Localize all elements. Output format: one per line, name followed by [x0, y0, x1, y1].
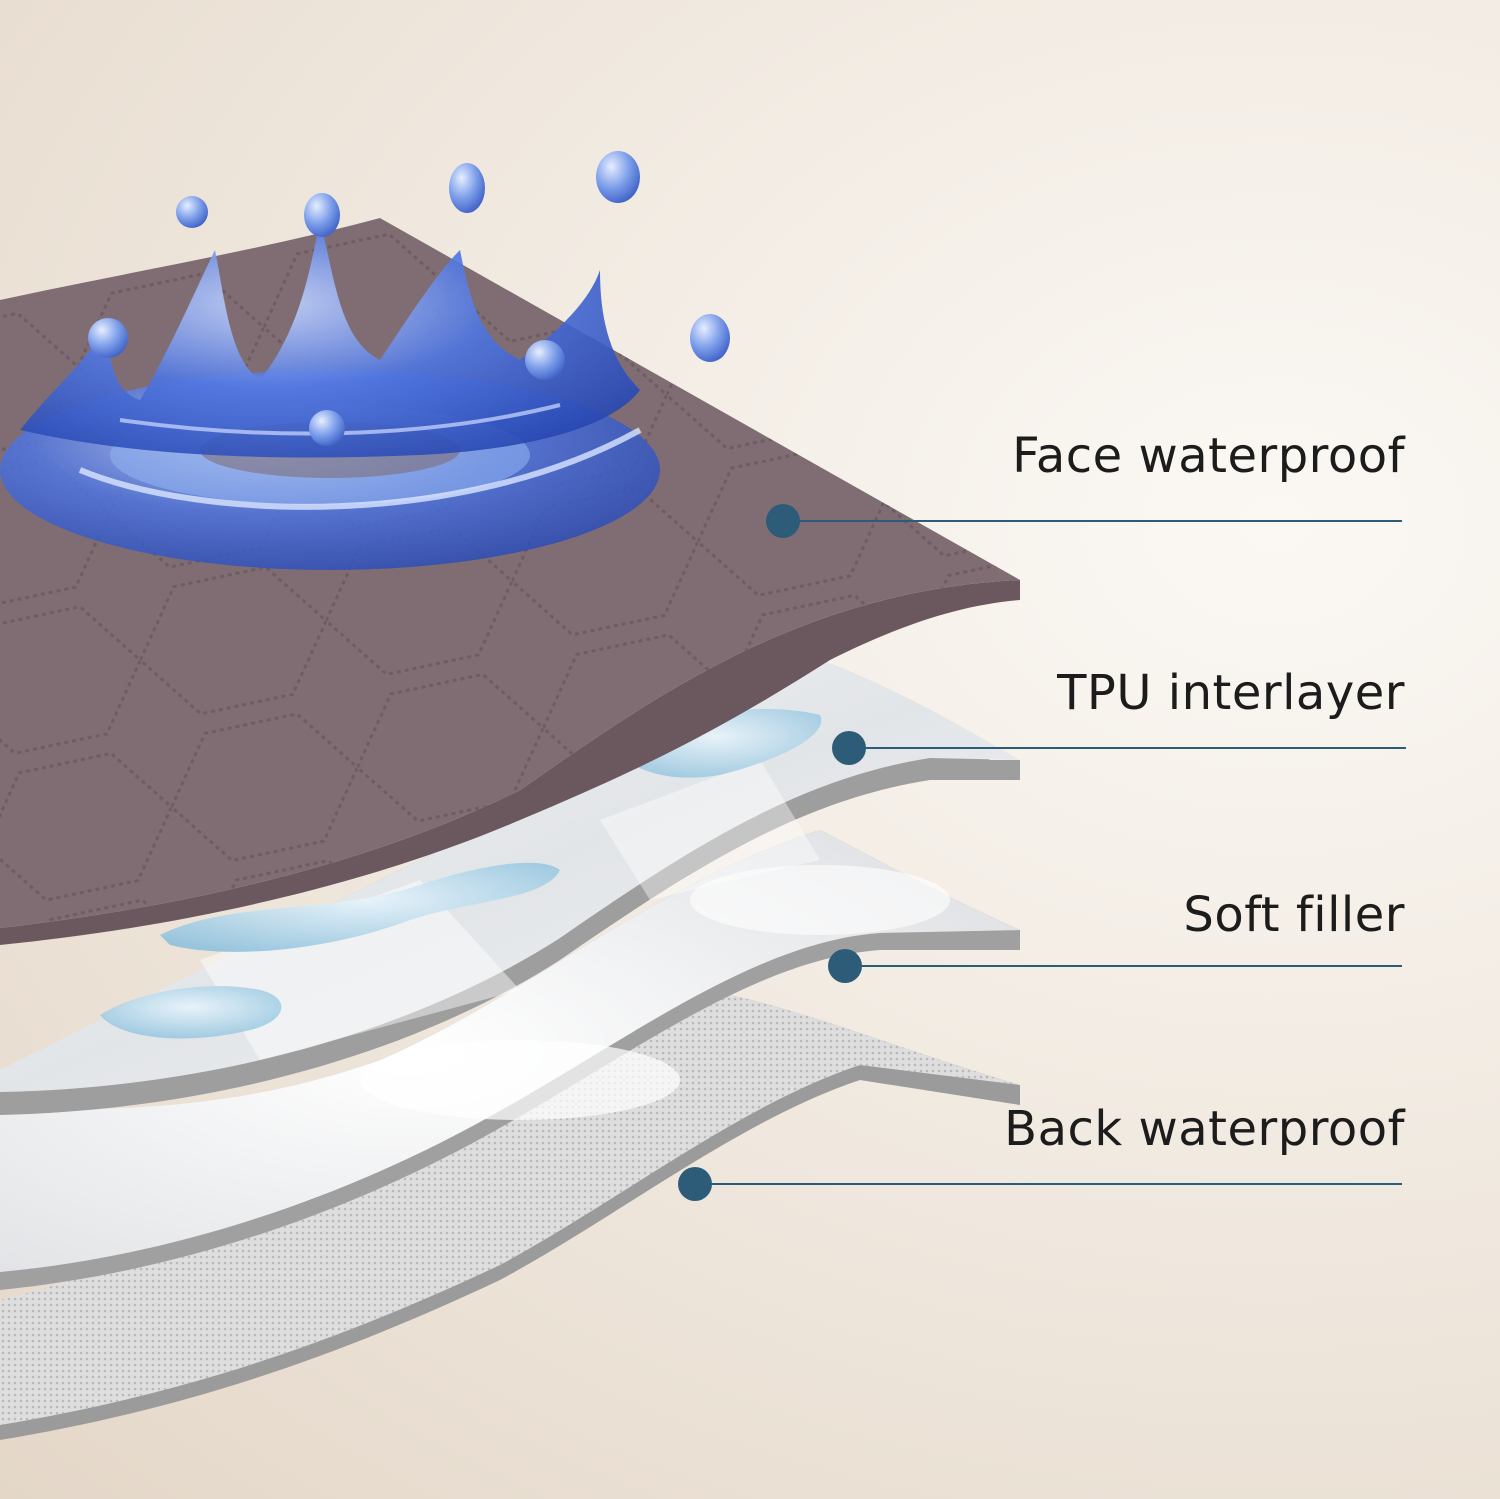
- callout-back: [678, 1167, 1402, 1201]
- water-crown-splash-icon: [0, 220, 660, 570]
- water-puddle-icon: [100, 709, 822, 1039]
- back-waterproof-label: Back waterproof: [1004, 1101, 1405, 1157]
- soft-filler-label: Soft filler: [1183, 887, 1405, 943]
- water-droplet-icon: [88, 151, 730, 446]
- back-waterproof-layer: [0, 990, 1020, 1440]
- dot-marker-icon: [832, 731, 866, 765]
- callout-tpu: [832, 731, 1406, 765]
- face-waterproof-label: Face waterproof: [1012, 428, 1405, 484]
- callout-filler: [828, 949, 1402, 983]
- soft-filler-layer: [0, 830, 1020, 1290]
- dot-marker-icon: [678, 1167, 712, 1201]
- dot-marker-icon: [766, 504, 800, 538]
- tpu-interlayer-label: TPU interlayer: [1057, 665, 1405, 721]
- callout-face: [766, 504, 1402, 538]
- dot-marker-icon: [828, 949, 862, 983]
